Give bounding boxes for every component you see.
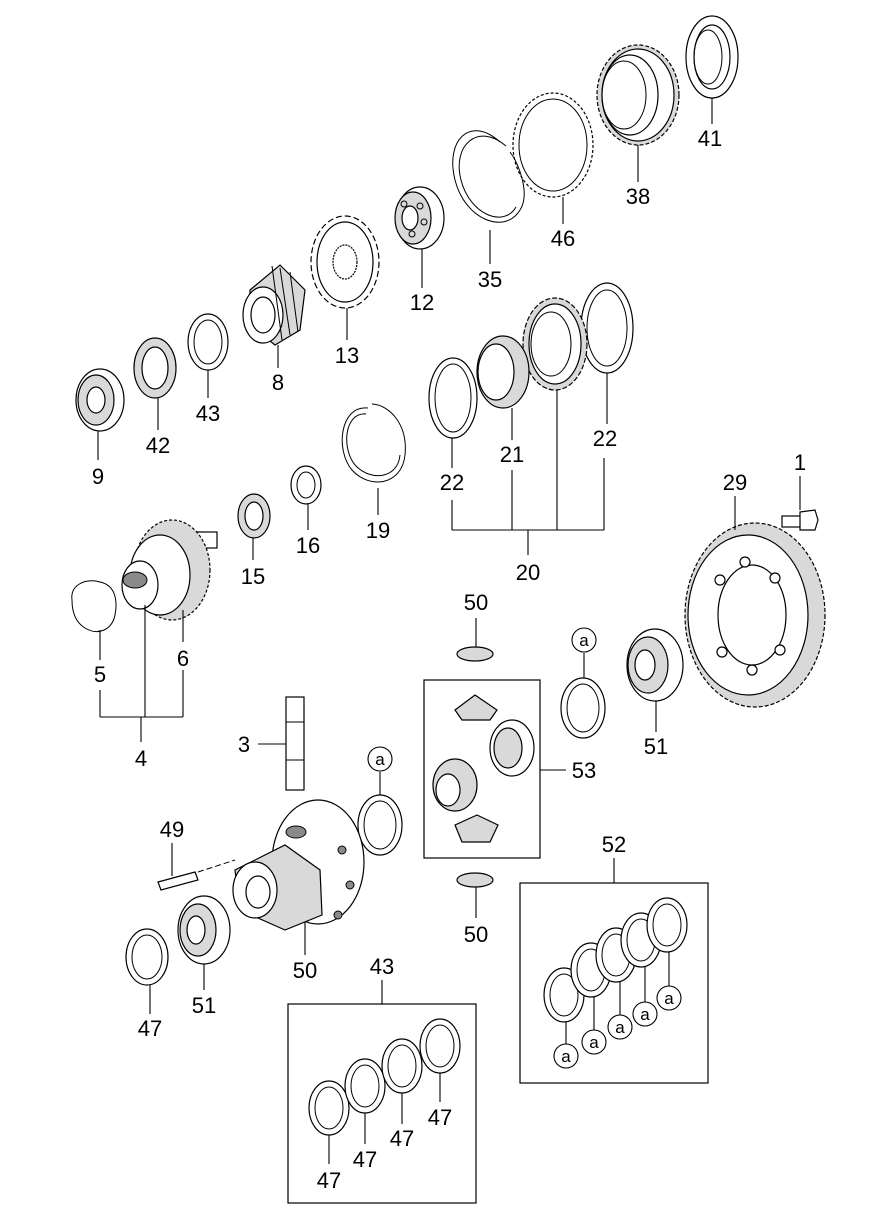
reference-markers: a a a a a a a <box>367 627 682 1069</box>
callout-30: 38 <box>626 184 650 209</box>
ref-a-upper-shim: a <box>571 627 597 653</box>
callout-50-top: 50 <box>464 590 488 615</box>
callout-48: 49 <box>160 817 184 842</box>
svg-text:a: a <box>664 989 674 1008</box>
callout-19: 19 <box>366 518 390 543</box>
callout-1: 1 <box>794 450 806 475</box>
part-9-bearing <box>75 368 125 432</box>
callout-47-left: 47 <box>138 1016 162 1041</box>
part-shim-upper <box>560 677 606 739</box>
part-22a-ring <box>428 357 478 439</box>
callout-22-right: 22 <box>593 426 617 451</box>
callout-49: 50 <box>293 958 317 983</box>
ref-a-set-5: a <box>656 985 682 1011</box>
callout-8: 8 <box>272 370 284 395</box>
part-50-top-washer <box>456 646 494 662</box>
part-1-bolt <box>781 509 819 531</box>
svg-text:a: a <box>615 1018 625 1037</box>
ref-a-set-4: a <box>632 1001 658 1027</box>
part-5-gasket <box>71 580 117 632</box>
part-38-ring-gear <box>684 522 826 708</box>
part-35-race <box>685 15 739 99</box>
callout-20: 20 <box>516 560 540 585</box>
part-12-bearing <box>394 186 445 250</box>
callout-47-set-3: 47 <box>390 1126 414 1151</box>
ref-a-set-2: a <box>581 1029 607 1055</box>
callout-46: 46 <box>551 226 575 251</box>
callout-47-set-2: 47 <box>353 1147 377 1172</box>
part-42-washer <box>187 313 229 371</box>
part-50-bottom-washer <box>456 872 494 888</box>
part-51b-bearing <box>626 628 684 702</box>
part-47-shim-left <box>125 928 169 986</box>
part-30-hub <box>596 44 680 146</box>
part-51a-bearing <box>177 895 231 965</box>
callout-5: 5 <box>94 662 106 687</box>
part-13-sprocket <box>310 215 380 309</box>
callout-47-set-4: 47 <box>428 1105 452 1130</box>
callout-21: 21 <box>500 442 524 467</box>
svg-text:a: a <box>561 1047 571 1066</box>
part-53-gears <box>432 694 535 843</box>
callout-29: 35 <box>478 267 502 292</box>
ref-a-set-3: a <box>607 1014 633 1040</box>
callout-6: 6 <box>177 646 189 671</box>
leader-lines <box>97 98 801 1164</box>
callout-42: 43 <box>196 401 220 426</box>
svg-text:a: a <box>579 631 589 650</box>
callout-43: 43 <box>370 954 394 979</box>
callout-4: 4 <box>135 746 147 771</box>
callout-labels: 41 38 46 35 12 13 8 43 42 9 22 21 22 19 … <box>92 126 806 1193</box>
svg-text:a: a <box>589 1033 599 1052</box>
part-41-needle <box>133 337 177 399</box>
callout-12: 12 <box>410 290 434 315</box>
ref-a-lower-shim: a <box>367 746 393 772</box>
part-52-shim-set <box>543 897 688 1023</box>
part-6-output-gear <box>121 519 218 621</box>
callout-53: 53 <box>572 758 596 783</box>
box-53 <box>423 679 541 859</box>
callout-51-right: 51 <box>644 734 668 759</box>
part-29-snap-ring <box>452 130 525 223</box>
callout-35: 41 <box>698 126 722 151</box>
callout-50-bottom: 50 <box>464 922 488 947</box>
svg-text:a: a <box>375 750 385 769</box>
part-49-diff-case <box>232 799 365 931</box>
part-15-needle <box>237 493 271 539</box>
callout-15: 15 <box>241 564 265 589</box>
part-19-snap-ring <box>341 403 406 483</box>
part-21-hub <box>476 335 530 409</box>
callout-52: 52 <box>602 832 626 857</box>
part-46-ring <box>512 92 594 198</box>
callout-22-left: 22 <box>440 470 464 495</box>
callout-51-left: 51 <box>192 993 216 1018</box>
callout-3: 3 <box>238 732 250 757</box>
callout-13: 13 <box>335 343 359 368</box>
ref-a-set-1: a <box>553 1043 579 1069</box>
part-20-sleeve <box>522 297 588 391</box>
callout-16: 16 <box>296 533 320 558</box>
part-22b-ring <box>580 282 634 374</box>
part-48-pin <box>157 859 236 891</box>
callout-47-set-1: 47 <box>317 1168 341 1193</box>
part-8-gear <box>242 264 306 346</box>
svg-text:a: a <box>640 1005 650 1024</box>
callout-38: 29 <box>723 470 747 495</box>
callout-9: 9 <box>92 464 104 489</box>
part-shim-lower <box>357 794 403 856</box>
part-16-washer <box>290 465 322 505</box>
part-3-pin <box>285 696 305 791</box>
callout-41: 42 <box>146 433 170 458</box>
